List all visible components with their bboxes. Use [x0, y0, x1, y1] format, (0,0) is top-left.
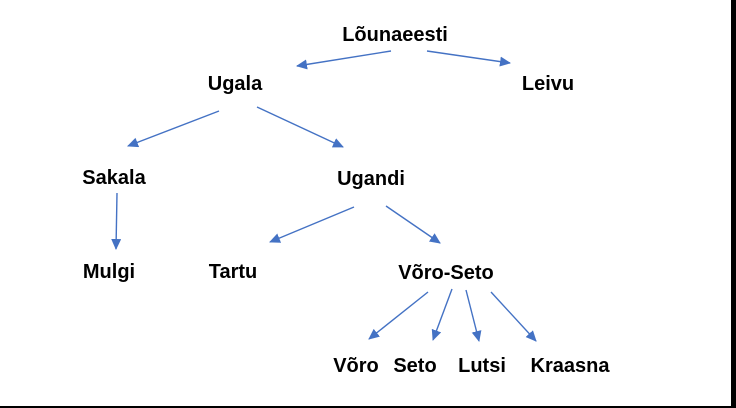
edge-ugandi-voroseto-arrow [385, 205, 441, 244]
node-mulgi: Mulgi [82, 261, 136, 283]
edge-voroseto-voro-arrow [368, 291, 429, 340]
node-kraasna: Kraasna [530, 355, 610, 377]
node-voro: Võro [333, 355, 379, 377]
edge-voroseto-kraasna-arrow [490, 291, 537, 342]
edge-ugala-ugandi-arrow [256, 106, 344, 148]
edge-sakala-mulgi-arrow [111, 192, 122, 250]
window-bottom-border [0, 406, 736, 408]
node-leivu: Leivu [521, 73, 575, 95]
node-voro-seto: Võro-Seto [398, 262, 494, 284]
edge-voroseto-lutsi-arrow [465, 289, 482, 342]
node-ugala: Ugala [207, 73, 263, 95]
node-tartu: Tartu [208, 261, 258, 283]
node-sakala: Sakala [82, 167, 146, 189]
node-lutsi: Lutsi [458, 355, 506, 377]
edge-lounaeesti-leivu-arrow [426, 50, 511, 67]
edge-ugandi-tartu-arrow [269, 206, 355, 243]
node-seto: Seto [393, 355, 437, 377]
edge-ugala-sakala-arrow [127, 110, 220, 148]
node-lounaeesti: Lõunaeesti [342, 24, 448, 46]
edge-voroseto-seto-arrow [431, 288, 453, 341]
window-right-border [731, 0, 736, 408]
edge-lounaeesti-ugala-arrow [296, 50, 392, 70]
node-ugandi: Ugandi [337, 168, 405, 190]
